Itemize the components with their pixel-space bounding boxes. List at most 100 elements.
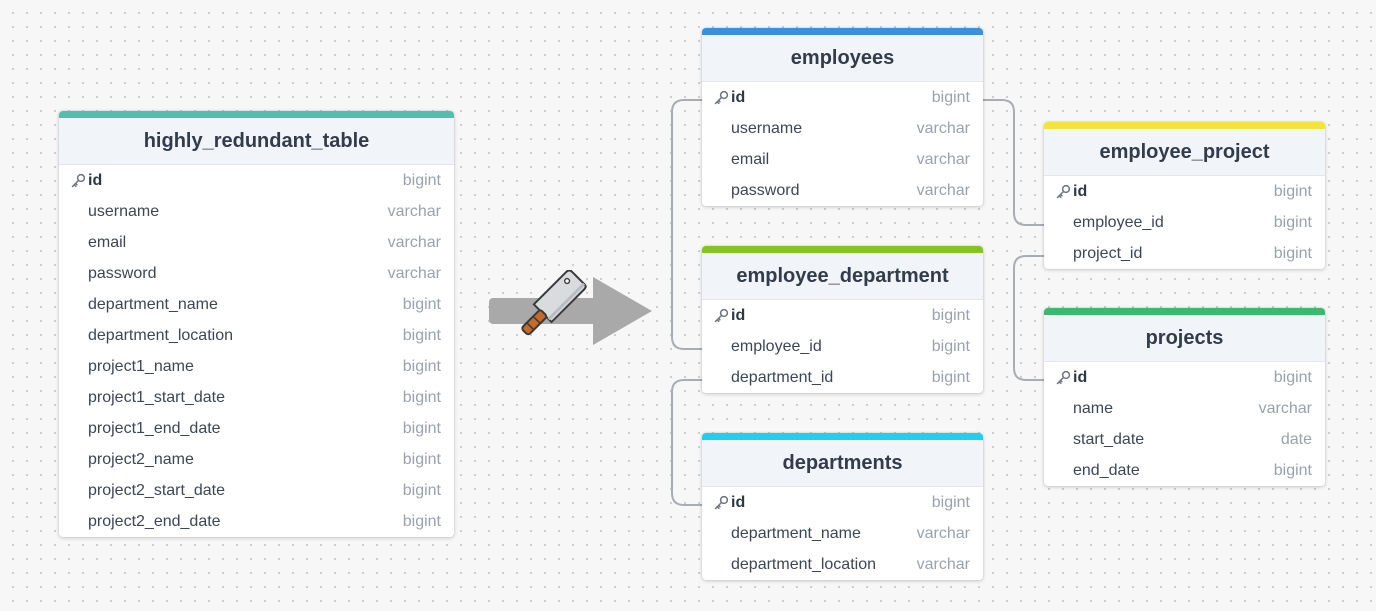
column-row-id[interactable]: id bigint [1044,176,1325,207]
column-type: bigint [402,512,441,530]
connector-employees-employee-department[interactable] [671,99,702,350]
column-name: id [731,493,746,511]
column-type: varchar [387,233,441,251]
column-type: varchar [387,264,441,282]
column-name: employee_id [731,337,822,355]
column-row-project-id[interactable]: project_id bigint [1044,238,1325,269]
column-name: department_location [88,326,233,344]
column-name: email [731,150,770,168]
column-row-email[interactable]: email varchar [59,227,454,258]
column-type: bigint [931,88,970,106]
column-row-name[interactable]: name varchar [1044,393,1325,424]
column-type: bigint [1273,213,1312,231]
column-name: project1_start_date [88,388,225,406]
column-row-id[interactable]: id bigint [59,165,454,196]
column-name: id [731,306,746,324]
column-name: id [1073,182,1088,200]
column-type: varchar [916,555,970,573]
column-type: varchar [387,202,441,220]
column-name: password [731,181,800,199]
column-type: bigint [1273,461,1312,479]
connector-employee-department-departments[interactable] [671,379,702,506]
column-row-department-id[interactable]: department_id bigint [702,362,983,393]
column-name: project1_name [88,357,194,375]
column-name: end_date [1073,461,1140,479]
column-name: id [88,171,103,189]
column-name: project_id [1073,244,1143,262]
column-type: bigint [931,368,970,386]
column-type: bigint [1273,244,1312,262]
column-row-username[interactable]: username varchar [59,196,454,227]
column-name: project1_end_date [88,419,221,437]
table-color-bar [702,433,983,440]
table-title[interactable]: projects [1044,315,1325,362]
column-row-project1-start-date[interactable]: project1_start_date bigint [59,382,454,413]
table-title[interactable]: employee_department [702,253,983,300]
table-highly-redundant-table[interactable]: highly_redundant_table id bigint username v… [59,111,454,537]
column-name: department_location [731,555,876,573]
column-name: department_id [731,368,834,386]
column-type: bigint [402,388,441,406]
table-title[interactable]: departments [702,440,983,487]
column-type: varchar [1258,399,1312,417]
column-row-end-date[interactable]: end_date bigint [1044,455,1325,486]
column-type: bigint [402,450,441,468]
table-title[interactable]: employees [702,35,983,82]
cleaver-icon [521,270,587,336]
column-row-department-location[interactable]: department_location varchar [702,549,983,580]
column-name: department_name [731,524,861,542]
column-type: date [1280,430,1312,448]
column-type: varchar [916,150,970,168]
key-icon [713,308,729,324]
table-color-bar [702,28,983,35]
key-icon [713,90,729,106]
column-type: bigint [931,493,970,511]
table-color-bar [1044,308,1325,315]
connector-employees-employee-project[interactable] [983,99,1044,226]
key-icon [1055,184,1071,200]
table-title[interactable]: employee_project [1044,129,1325,176]
column-name: department_name [88,295,218,313]
column-name: project2_name [88,450,194,468]
transform-arrow [489,270,652,345]
column-type: bigint [1273,182,1312,200]
key-icon [1055,370,1071,386]
column-row-email[interactable]: email varchar [702,144,983,175]
column-name: email [88,233,127,251]
column-name: username [88,202,160,220]
table-title[interactable]: highly_redundant_table [59,118,454,165]
table-color-bar [59,111,454,118]
column-name: id [1073,368,1088,386]
connector-employee-project-projects[interactable] [1013,255,1044,381]
column-row-project2-name[interactable]: project2_name bigint [59,444,454,475]
column-row-password[interactable]: password varchar [702,175,983,206]
column-type: bigint [402,171,441,189]
column-type: bigint [402,481,441,499]
column-row-id[interactable]: id bigint [702,487,983,518]
column-type: varchar [916,181,970,199]
column-name: name [1073,399,1114,417]
